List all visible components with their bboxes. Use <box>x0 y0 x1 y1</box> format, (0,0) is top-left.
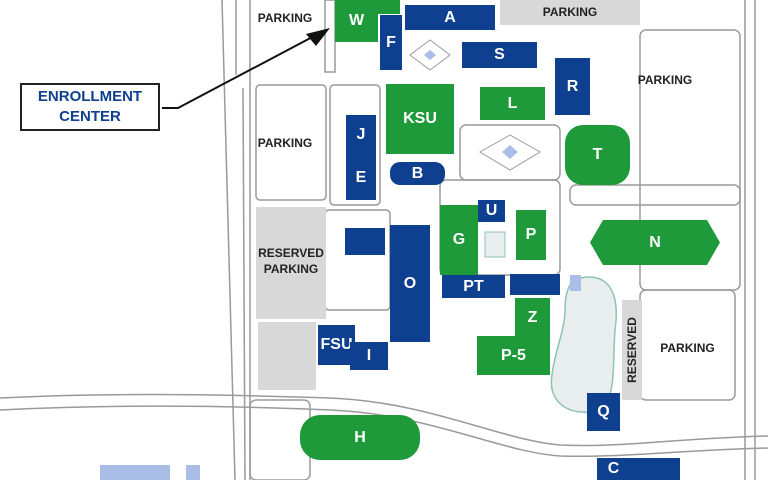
building-label: Z <box>527 309 538 326</box>
parking-label: PARKING <box>637 73 693 87</box>
reserved-label: RESERVED <box>258 246 324 260</box>
building-label: FSU <box>320 336 353 353</box>
plaza-diamond-center <box>479 134 541 171</box>
callout-arrow <box>162 33 319 109</box>
building-p[interactable]: P <box>516 210 546 260</box>
building-w-wing <box>340 0 400 14</box>
building-j[interactable]: J <box>346 115 376 155</box>
building-e[interactable]: E <box>346 155 376 200</box>
building-label: Q <box>597 403 610 420</box>
reserved-vertical-area <box>622 300 642 400</box>
building-n[interactable]: N <box>590 220 720 265</box>
building-label: G <box>452 231 466 248</box>
building-s[interactable]: S <box>462 42 537 68</box>
building-label: L <box>507 94 518 112</box>
parking-lot-top-right-shade <box>500 0 640 25</box>
building-label: F <box>386 33 396 51</box>
building-o-wing <box>345 228 385 255</box>
building-label: O <box>403 274 417 292</box>
building-label: P <box>525 226 537 243</box>
building-t[interactable]: T <box>565 125 630 185</box>
reserved-parking-area <box>256 207 326 319</box>
building-p5[interactable]: P-5 <box>477 336 550 375</box>
building-label: PT <box>463 277 484 295</box>
parking-label: PARKING <box>660 341 715 355</box>
parking-label: PARKING <box>257 136 313 150</box>
building-label: S <box>494 46 505 63</box>
gray-lot <box>258 322 316 390</box>
building-c[interactable]: C <box>597 458 680 480</box>
reserved-parking-label: RESERVED PARKING <box>256 244 326 278</box>
building-label: I <box>366 347 372 364</box>
building-b[interactable]: B <box>390 162 445 185</box>
building-i[interactable]: I <box>350 342 388 370</box>
building-label: C <box>607 460 620 477</box>
building-label: R <box>566 77 579 95</box>
building-label: H <box>354 428 366 446</box>
building-l[interactable]: L <box>480 87 545 120</box>
building-ksu[interactable]: KSU <box>386 84 454 154</box>
parking-label: PARKING <box>263 262 319 276</box>
building-g[interactable]: G <box>440 205 478 275</box>
building-q[interactable]: Q <box>587 393 620 431</box>
parking-label: PARKING <box>257 11 313 25</box>
building-label: N <box>649 233 661 251</box>
building-a[interactable]: A <box>405 5 495 30</box>
building-label: J <box>356 126 366 143</box>
plaza-diamond-top <box>409 39 451 71</box>
building-label: B <box>411 164 424 182</box>
building-pt-annex <box>510 274 560 295</box>
building-label: P-5 <box>501 346 526 364</box>
enrollment-center-callout[interactable]: ENROLLMENT CENTER <box>20 83 160 131</box>
building-label: T <box>592 146 603 163</box>
building-u[interactable]: U <box>478 200 505 222</box>
building-label: W <box>348 12 365 29</box>
callout-line: CENTER <box>59 108 121 125</box>
building-f[interactable]: F <box>380 15 402 70</box>
building-pt[interactable]: PT <box>442 275 505 298</box>
building-label: KSU <box>403 110 437 127</box>
building-label: U <box>485 202 498 219</box>
pond <box>550 276 617 413</box>
building-o[interactable]: O <box>390 225 430 342</box>
building-fsu[interactable]: FSU <box>318 325 355 365</box>
callout-line: ENROLLMENT <box>37 88 143 105</box>
building-z[interactable]: Z <box>515 298 550 338</box>
building-label: A <box>444 8 456 26</box>
building-r[interactable]: R <box>555 58 590 115</box>
building-h[interactable]: H <box>300 415 420 460</box>
reserved-label: RESERVED <box>625 317 639 383</box>
parking-label: PARKING <box>542 5 598 19</box>
building-label: E <box>355 168 367 186</box>
